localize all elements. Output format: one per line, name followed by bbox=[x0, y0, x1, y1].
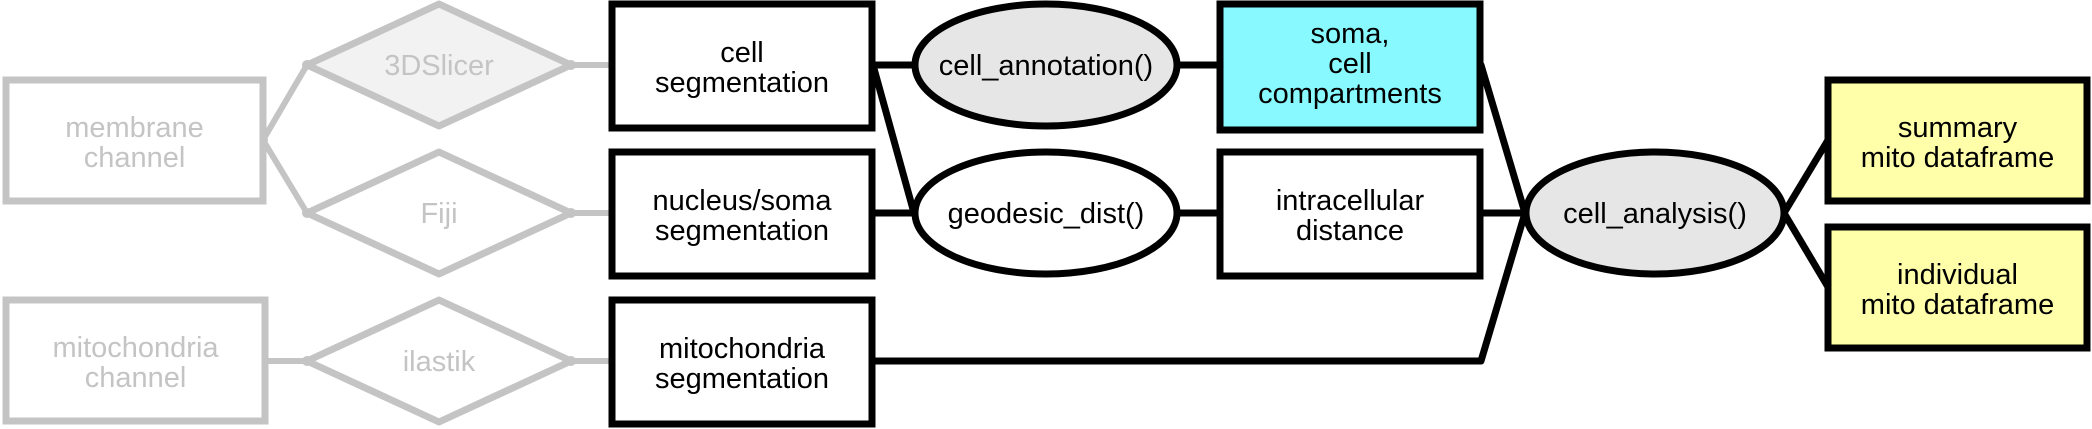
tool-3dslicer: 3DSlicer bbox=[303, 0, 575, 130]
cell-annotation-label: cell_annotation() bbox=[939, 50, 1153, 82]
nucleus-seg-line-1: nucleus/soma bbox=[653, 185, 833, 217]
nucleus-seg-line-2: segmentation bbox=[655, 215, 829, 247]
cell-seg-line-2: segmentation bbox=[655, 67, 829, 99]
mito-seg-line-2: segmentation bbox=[655, 363, 829, 395]
cell-analysis-oval: cell_analysis() bbox=[1522, 148, 1788, 278]
geodesic-dist-oval: geodesic_dist() bbox=[911, 148, 1181, 278]
distance-line-2: distance bbox=[1296, 215, 1404, 247]
connector-mitoseg-analysis bbox=[869, 209, 1529, 365]
distance-line-1: intracellular bbox=[1276, 185, 1425, 217]
tool-fiji: Fiji bbox=[303, 148, 575, 278]
membrane-channel-line-1: membrane bbox=[65, 112, 204, 144]
connector-membrane-slicer bbox=[260, 62, 310, 143]
connector-analysis-summary bbox=[1780, 136, 1832, 217]
connector-cellseg-geodesic bbox=[869, 61, 918, 217]
mito-channel-line-1: mitochondria bbox=[52, 332, 219, 364]
mito-channel-line-2: channel bbox=[85, 362, 187, 394]
tool-fiji-label: Fiji bbox=[420, 198, 457, 230]
cell-annotation-oval: cell_annotation() bbox=[911, 0, 1181, 130]
mito-seg-line-1: mitochondria bbox=[659, 333, 826, 365]
tool-ilastik-label: ilastik bbox=[403, 346, 476, 378]
individual-line-1: individual bbox=[1897, 259, 2018, 291]
cell-analysis-label: cell_analysis() bbox=[1563, 198, 1747, 230]
connector-membrane-fiji bbox=[260, 137, 310, 216]
connector-compartments-analysis bbox=[1477, 61, 1529, 217]
individual-line-2: mito dataframe bbox=[1861, 289, 2054, 321]
tool-ilastik: ilastik bbox=[303, 296, 575, 426]
summary-line-1: summary bbox=[1898, 112, 2018, 144]
membrane-channel-line-2: channel bbox=[84, 142, 186, 174]
cell-seg-line-1: cell bbox=[720, 37, 764, 69]
compartments-line-2: cell bbox=[1328, 48, 1372, 80]
connector-analysis-individual bbox=[1780, 209, 1832, 291]
tool-3dslicer-label: 3DSlicer bbox=[384, 50, 494, 82]
black-connectors bbox=[869, 61, 1832, 365]
compartments-line-1: soma, bbox=[1311, 18, 1390, 50]
geodesic-dist-label: geodesic_dist() bbox=[948, 198, 1145, 230]
compartments-line-3: compartments bbox=[1258, 78, 1442, 110]
summary-line-2: mito dataframe bbox=[1861, 142, 2054, 174]
gray-connectors bbox=[260, 62, 613, 364]
